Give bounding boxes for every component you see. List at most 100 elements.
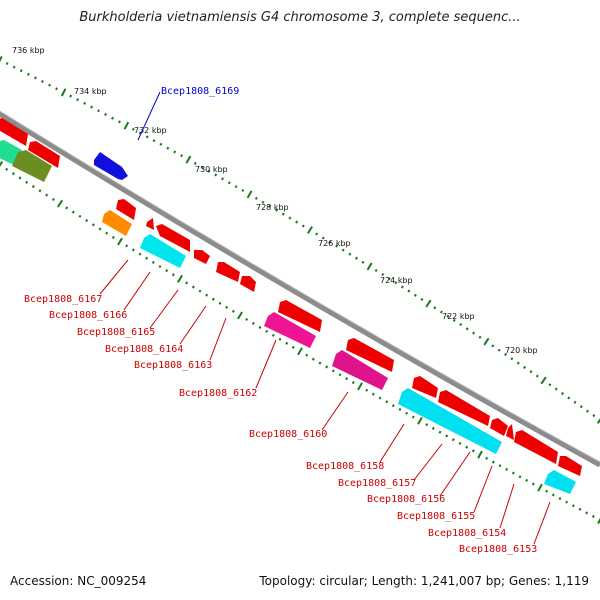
minor-tick [71,210,75,214]
gene-label[interactable]: Bcep1808_6162 [179,388,257,399]
gene-label[interactable]: Bcep1808_6165 [77,327,155,338]
gene-box[interactable] [264,312,316,348]
gene-arrow[interactable] [28,141,60,168]
minor-tick [214,173,218,177]
gene-arrow[interactable] [216,262,240,282]
gene-label[interactable]: Bcep1808_6164 [105,344,183,355]
tick-label: 734 kbp [74,87,107,96]
minor-tick [5,62,9,66]
gene-box[interactable] [544,470,576,494]
gene-arrow[interactable] [0,118,28,146]
gene-arrow[interactable] [506,424,514,440]
minor-tick [465,327,469,331]
inner-scale-ring [0,161,600,524]
gene-arrow[interactable] [194,250,210,264]
minor-tick [452,318,456,322]
minor-tick [548,383,552,387]
minor-tick [254,196,258,200]
minor-tick [591,514,595,518]
minor-tick [65,206,69,210]
minor-tick [180,154,183,158]
gene-box[interactable] [398,388,502,454]
minor-tick [193,161,197,165]
minor-tick [554,387,558,391]
minor-tick [525,478,529,482]
major-tick [177,274,183,283]
minor-tick [151,260,155,264]
minor-tick [365,388,369,392]
minor-tick [371,392,375,396]
minor-tick [185,281,189,285]
minor-tick [585,511,589,515]
minor-tick [118,120,121,124]
major-tick [237,311,243,320]
minor-tick [531,482,535,486]
major-tick [0,161,4,167]
gene-box[interactable] [102,210,132,236]
minor-tick [465,445,469,449]
gene-arrow[interactable] [412,376,438,398]
gene-arrow[interactable] [116,199,136,220]
gene-label[interactable]: Bcep1808_6153 [459,544,537,555]
minor-tick [374,268,378,273]
minor-tick [191,285,195,289]
gene-arrow[interactable] [514,430,558,464]
gene-arrow[interactable] [438,390,490,426]
gene-box[interactable] [140,234,186,268]
minor-tick [560,391,565,396]
gene-arrow[interactable] [558,456,582,476]
gene-arrow[interactable] [278,300,322,332]
minor-tick [281,212,285,216]
minor-tick [231,309,235,313]
major-tick [0,55,3,63]
gene-label[interactable]: Bcep1808_6169 [161,86,239,97]
minor-tick [438,430,442,434]
minor-tick [491,344,495,348]
minor-tick [345,377,349,381]
minor-tick [331,369,335,373]
minor-tick [318,361,322,365]
minor-tick [34,76,37,80]
minor-tick [446,314,450,318]
gene-arrow[interactable] [156,224,190,252]
minor-tick [325,365,329,369]
minor-tick [211,297,215,301]
minor-tick [131,127,135,131]
minor-tick [166,146,170,150]
minor-tick [275,208,279,212]
gene-arrow[interactable] [346,338,394,372]
minor-tick [265,329,269,333]
gene-label[interactable]: Bcep1808_6163 [134,360,212,371]
minor-tick [31,184,35,189]
gene-label[interactable]: Bcep1808_6167 [24,294,102,305]
minor-tick [311,357,315,361]
gene-label[interactable]: Bcep1808_6157 [338,478,416,489]
minor-tick [511,471,515,475]
map-title: Burkholderia vietnamiensis G4 chromosome… [79,10,521,25]
minor-tick [471,449,475,453]
gene-arrow[interactable] [490,418,508,436]
gene-arrow[interactable] [94,152,128,180]
minor-tick [291,345,295,349]
minor-tick [505,467,509,471]
gene-label[interactable]: Bcep1808_6156 [367,494,445,505]
gene-label[interactable]: Bcep1808_6166 [49,310,127,321]
minor-tick [69,94,73,98]
major-tick [246,190,253,199]
gene-box[interactable] [12,150,52,182]
minor-tick [218,301,222,305]
minor-tick [205,293,209,297]
gene-label[interactable]: Bcep1808_6155 [397,511,475,522]
gene-arrow[interactable] [146,218,154,230]
tick-label: 724 kbp [380,276,413,285]
minor-tick [573,400,577,404]
gene-arrow[interactable] [240,276,256,292]
minor-tick [234,185,238,189]
gene-label[interactable]: Bcep1808_6154 [428,528,506,539]
minor-tick [439,310,443,314]
gene-label[interactable]: Bcep1808_6160 [249,429,327,440]
minor-tick [497,348,501,352]
gene-box[interactable] [332,350,388,390]
major-tick [117,237,123,246]
gene-label[interactable]: Bcep1808_6158 [306,461,384,472]
